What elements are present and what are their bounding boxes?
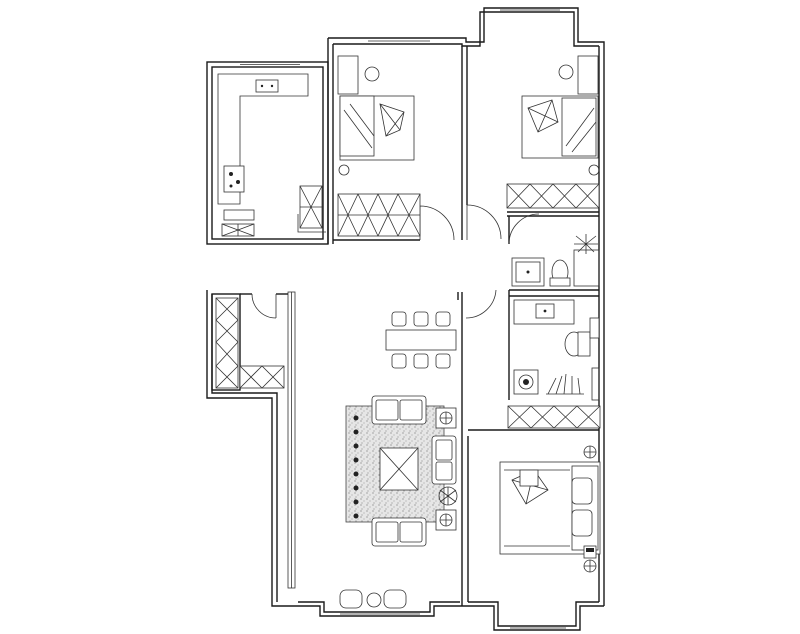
entry-closet [215,297,285,389]
door-swing-icon [419,205,455,241]
storage-cabinet [239,365,285,389]
kitchen-door [297,214,326,233]
south-bay-east-inner [468,601,599,627]
north-wall [328,7,605,300]
bedroom-north-east [506,55,600,209]
shower [573,249,600,287]
double-bed-icon [499,461,601,555]
door-swing-icon [251,293,277,319]
wardrobe-icon [507,405,601,429]
chair-icon [391,353,407,369]
bedroom-north-west [337,55,421,237]
lamp-icon [338,164,350,176]
shower-head-icon [574,234,598,254]
door-swing-icon [508,213,540,245]
chair-icon [413,311,429,327]
chair-icon [435,311,451,327]
sofa-icon [371,395,427,425]
pillow [571,509,593,537]
desk [337,55,359,95]
living-room [339,395,458,609]
wardrobe-icon [506,183,600,209]
door-swing-icon [466,204,502,240]
door-swing-icon [465,289,497,319]
bathroom-lower [513,299,600,401]
shoe-cabinet [215,297,239,389]
round-table [366,592,382,608]
chair-icon [558,64,574,80]
pillow [571,477,593,505]
dining-area [385,311,457,369]
south-bay-living [294,605,464,617]
master-bedroom [499,445,601,573]
sink-icon [535,303,555,319]
bathroom-upper [511,234,600,287]
chair-icon [391,311,407,327]
chair-icon [435,353,451,369]
north-wall-inner [333,11,599,47]
balcony-chairs [339,589,407,609]
counter-stub [223,209,255,221]
kitchen-counter [217,73,309,205]
hall-wardrobe [507,405,601,429]
kitchen [217,73,323,237]
dining-table-icon [385,329,457,351]
desk [577,55,599,95]
chair-icon [413,353,429,369]
shower-spray-icon [547,373,581,395]
kitchen-inner-wall [211,66,324,240]
sink-icon [255,79,279,93]
sofa-icon [371,517,427,547]
south-bay-living-inner [298,601,460,613]
west-wall-lower [206,290,294,607]
chair-icon [364,66,380,82]
chair-icon [339,589,363,609]
interior-walls [211,46,599,606]
entry-closet-wall [211,293,241,391]
lamp-icon [588,164,600,176]
windows [240,9,566,629]
plant-icon [438,486,458,506]
south-bay-east [464,605,604,631]
doors [251,204,540,319]
chair-icon [383,589,407,609]
stove-icon [223,165,245,193]
tv-cabinet-dots [353,415,359,519]
